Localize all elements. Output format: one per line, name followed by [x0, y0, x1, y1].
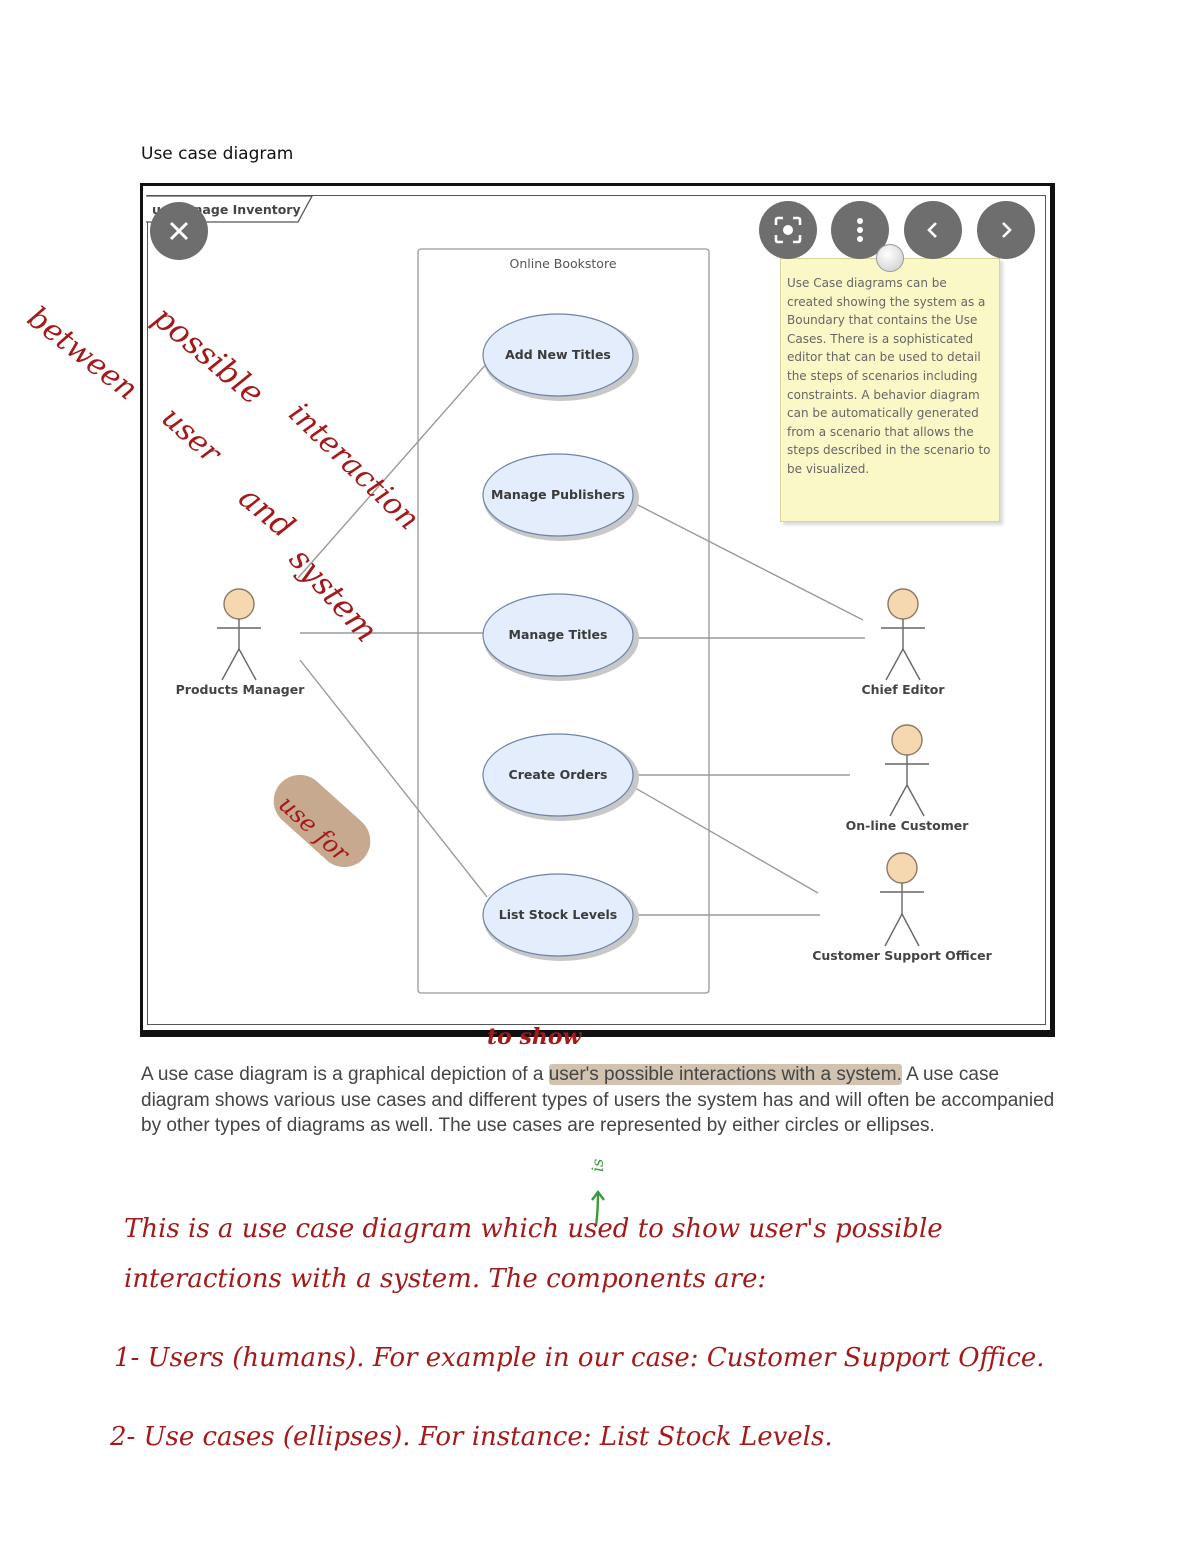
use-case-diagram: uc Manage Inventory Online Bookstore Add…	[146, 195, 993, 994]
chevron-right-icon	[1002, 222, 1012, 238]
description-paragraph: A use case diagram is a graphical depict…	[141, 1062, 1061, 1139]
actor-label-products-manager: Products Manager	[176, 682, 306, 697]
close-button[interactable]	[150, 202, 208, 260]
handwriting-to-show: to show	[487, 1024, 582, 1050]
use-case-label: List Stock Levels	[499, 907, 617, 922]
more-vertical-icon	[857, 218, 863, 242]
use-case-label: Add New Titles	[505, 347, 611, 362]
paragraph-text-before: A use case diagram is a graphical depict…	[141, 1064, 549, 1085]
lens-search-icon	[774, 216, 802, 244]
line-pm-add-titles	[297, 361, 489, 579]
paragraph-text-after: A use case diagram shows various use cas…	[141, 1064, 1055, 1136]
handwriting-line-1: This is a use case diagram which used to…	[124, 1214, 943, 1244]
use-case-manage-publishers: Manage Publishers	[482, 453, 639, 541]
insertion-caret	[591, 1190, 605, 1227]
use-case-manage-titles: Manage Titles	[482, 593, 639, 681]
use-case-label: Manage Publishers	[491, 487, 625, 502]
next-button[interactable]	[977, 201, 1035, 259]
close-icon	[169, 221, 189, 241]
cursor-knob	[876, 244, 904, 272]
actor-customer-support-officer	[880, 852, 924, 947]
use-case-list-stock-levels: List Stock Levels	[482, 873, 639, 961]
handwriting-line-2: interactions with a system. The componen…	[124, 1264, 767, 1294]
document-heading: Use case diagram	[141, 144, 294, 164]
actor-label-customer-support-officer: Customer Support Officer	[812, 948, 992, 963]
actor-label-online-customer: On-line Customer	[846, 818, 970, 833]
diagram-inner-border	[147, 195, 1046, 1025]
actor-label-chief-editor: Chief Editor	[861, 682, 945, 697]
actor-online-customer	[885, 724, 929, 817]
actor-products-manager	[217, 588, 261, 681]
use-case-create-orders: Create Orders	[482, 733, 639, 821]
use-case-label: Create Orders	[509, 767, 608, 782]
handwriting-line-4: 2- Use cases (ellipses). For instance: L…	[110, 1422, 833, 1452]
line-cso-create-orders	[629, 784, 819, 894]
diagram-note: Use Case diagrams can be created showing…	[780, 258, 1000, 522]
chevron-left-icon	[927, 222, 937, 238]
use-case-label: Manage Titles	[509, 627, 608, 642]
handwriting-line-3: 1- Users (humans). For example in our ca…	[114, 1343, 1045, 1373]
boundary-label: Online Bookstore	[509, 256, 616, 271]
handwriting-is: is	[588, 1158, 607, 1172]
actor-chief-editor	[881, 588, 925, 681]
association-lines	[297, 361, 865, 916]
use-case-add-new-titles: Add New Titles	[482, 313, 639, 401]
previous-button[interactable]	[904, 201, 962, 259]
line-pm-list-stock	[299, 659, 488, 898]
line-ce-publishers	[631, 501, 864, 621]
lens-search-button[interactable]	[759, 201, 817, 259]
highlighted-phrase: user's possible interactions with a syst…	[548, 1064, 902, 1085]
